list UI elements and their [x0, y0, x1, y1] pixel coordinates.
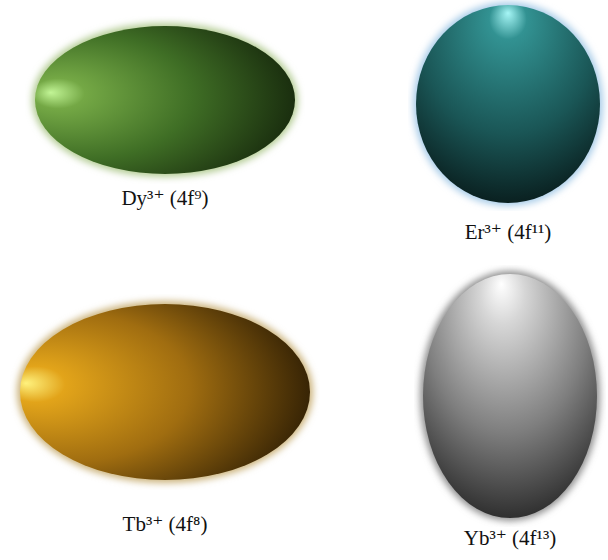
- ion-body: [35, 26, 295, 174]
- ion-label: Dy³⁺ (4f⁹): [25, 186, 305, 211]
- ion-ellipse: [25, 16, 305, 184]
- ion-label: Yb³⁺ (4f¹³): [414, 526, 606, 551]
- ion-body: [416, 5, 600, 203]
- ion-halo: [420, 271, 600, 521]
- ion-shape: Tb³⁺ (4f⁸): [10, 294, 320, 542]
- ion-body: [423, 274, 597, 518]
- ion-shape: Er³⁺ (4f¹¹): [408, 0, 608, 250]
- ion-ellipse: [414, 265, 606, 527]
- ion-ellipse: [408, 0, 608, 211]
- ion-ellipse: [10, 294, 320, 490]
- ion-shape: Yb³⁺ (4f¹³): [414, 265, 606, 556]
- ion-shape: Dy³⁺ (4f⁹): [25, 16, 305, 216]
- ion-label: Er³⁺ (4f¹¹): [408, 220, 608, 245]
- ion-body: [20, 304, 310, 480]
- ion-halo: [32, 23, 298, 177]
- ion-label: Tb³⁺ (4f⁸): [10, 512, 320, 537]
- ion-halo: [17, 301, 313, 483]
- ion-halo: [413, 2, 603, 206]
